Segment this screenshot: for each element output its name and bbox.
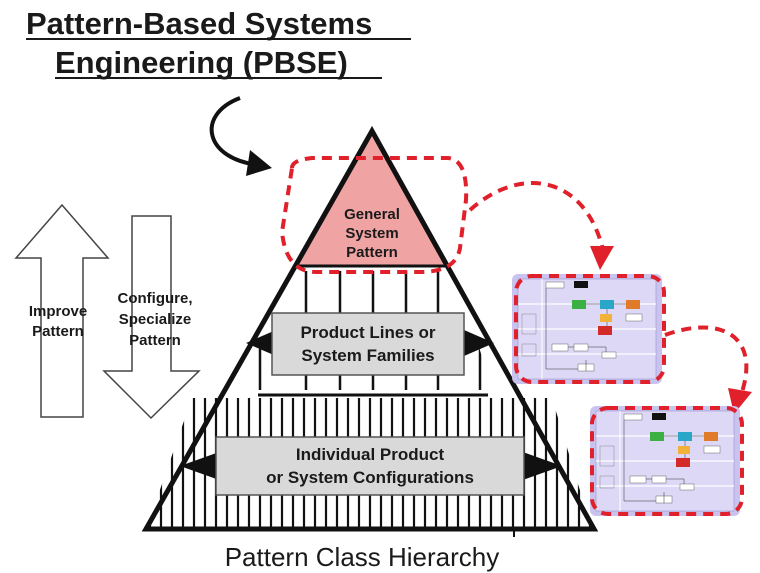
- middle-right-arrowhead: [464, 330, 494, 356]
- configure-label-2: Specialize: [119, 311, 192, 328]
- caption: Pattern Class Hierarchy: [225, 542, 500, 572]
- configure-label-3: Pattern: [129, 332, 181, 349]
- configure-arrow: Configure, Specialize Pattern: [102, 215, 201, 420]
- general-pattern-label-2: System: [345, 225, 398, 242]
- product-lines-label-1: Product Lines or: [300, 323, 435, 342]
- bottom-left-arrowhead: [180, 451, 222, 481]
- product-lines-label-2: System Families: [301, 346, 434, 365]
- individual-product-label-1: Individual Product: [296, 445, 445, 464]
- general-pattern-label-3: Pattern: [346, 244, 398, 261]
- title-pointer-arrowhead: [246, 150, 272, 176]
- bottom-right-arrowhead: [520, 451, 562, 481]
- title-line2: Engineering (PBSE): [55, 45, 348, 80]
- connector-2: [664, 325, 749, 393]
- improve-arrow: Improve Pattern: [14, 203, 110, 418]
- connector-1-arrowhead: [590, 246, 614, 270]
- title-line1: Pattern-Based Systems: [26, 6, 372, 41]
- general-pattern-label-1: General: [344, 206, 400, 223]
- improve-label-2: Pattern: [32, 323, 84, 340]
- connector-1: [468, 181, 605, 251]
- thumbnail-2-highlight: [590, 406, 744, 516]
- individual-product-box: [215, 436, 525, 496]
- apex-highlight: [279, 156, 469, 274]
- title-pointer-arrow: [209, 96, 261, 167]
- product-lines-box: [271, 312, 465, 376]
- apex-region: [297, 136, 447, 265]
- title: Pattern-Based Systems Engineering (PBSE): [26, 6, 411, 80]
- pattern-thumbnail-1: [511, 273, 663, 385]
- pyramid-outline: [141, 125, 599, 532]
- thumbnail-1-highlight: [514, 274, 666, 384]
- middle-left-arrowhead: [246, 330, 276, 356]
- configure-label-1: Configure,: [118, 290, 193, 307]
- improve-label-1: Improve: [29, 303, 87, 320]
- pattern-thumbnail-2: [589, 405, 741, 517]
- individual-product-label-2: or System Configurations: [266, 468, 474, 487]
